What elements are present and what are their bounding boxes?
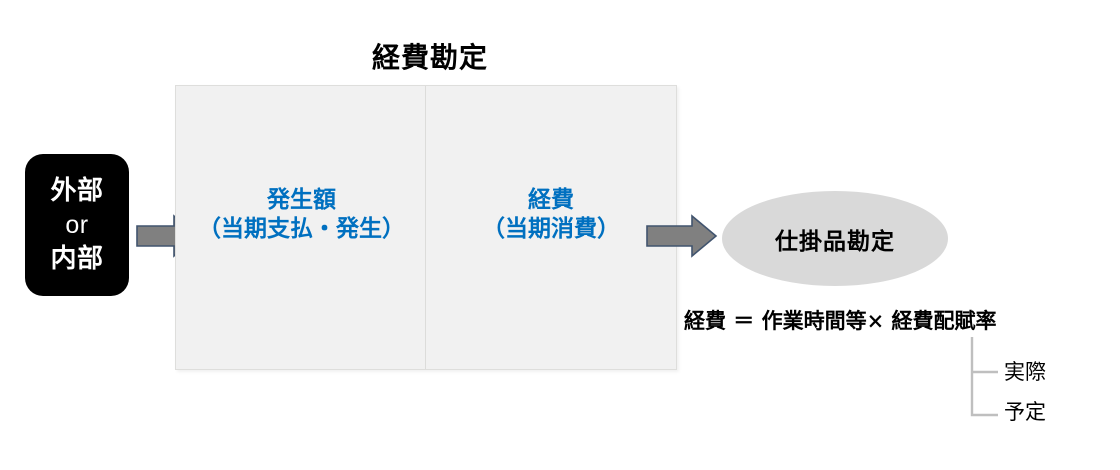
- bracket-item-actual: 実際: [1004, 360, 1046, 384]
- destination-node: 仕掛品勘定: [722, 191, 948, 286]
- bracket-icon: [970, 337, 998, 417]
- panel-left-heading: 発生額: [267, 186, 336, 213]
- panel-right-heading: 経費: [528, 186, 574, 213]
- arrow-account-to-destination: [646, 214, 718, 258]
- panel-label-left: 発生額 （当期支払・発生）: [180, 185, 423, 244]
- panel-right-subheading: （当期消費）: [482, 215, 620, 243]
- source-line-3: 内部: [50, 243, 104, 274]
- destination-label: 仕掛品勘定: [775, 227, 895, 255]
- panel-label-right: 経費 （当期消費）: [427, 185, 675, 244]
- source-line-1: 外部: [50, 176, 104, 207]
- page-title: 経費勘定: [371, 41, 488, 74]
- source-line-2: or: [65, 210, 89, 239]
- source-node: 外部 or 内部: [25, 154, 129, 296]
- formula-text: 経費 ＝ 作業時間等× 経費配賦率: [684, 308, 997, 333]
- panel-left-subheading: （当期支払・発生）: [198, 215, 405, 243]
- account-box-divider: [425, 86, 426, 369]
- expense-account-box: [175, 85, 677, 370]
- bracket-item-planned: 予定: [1004, 400, 1046, 424]
